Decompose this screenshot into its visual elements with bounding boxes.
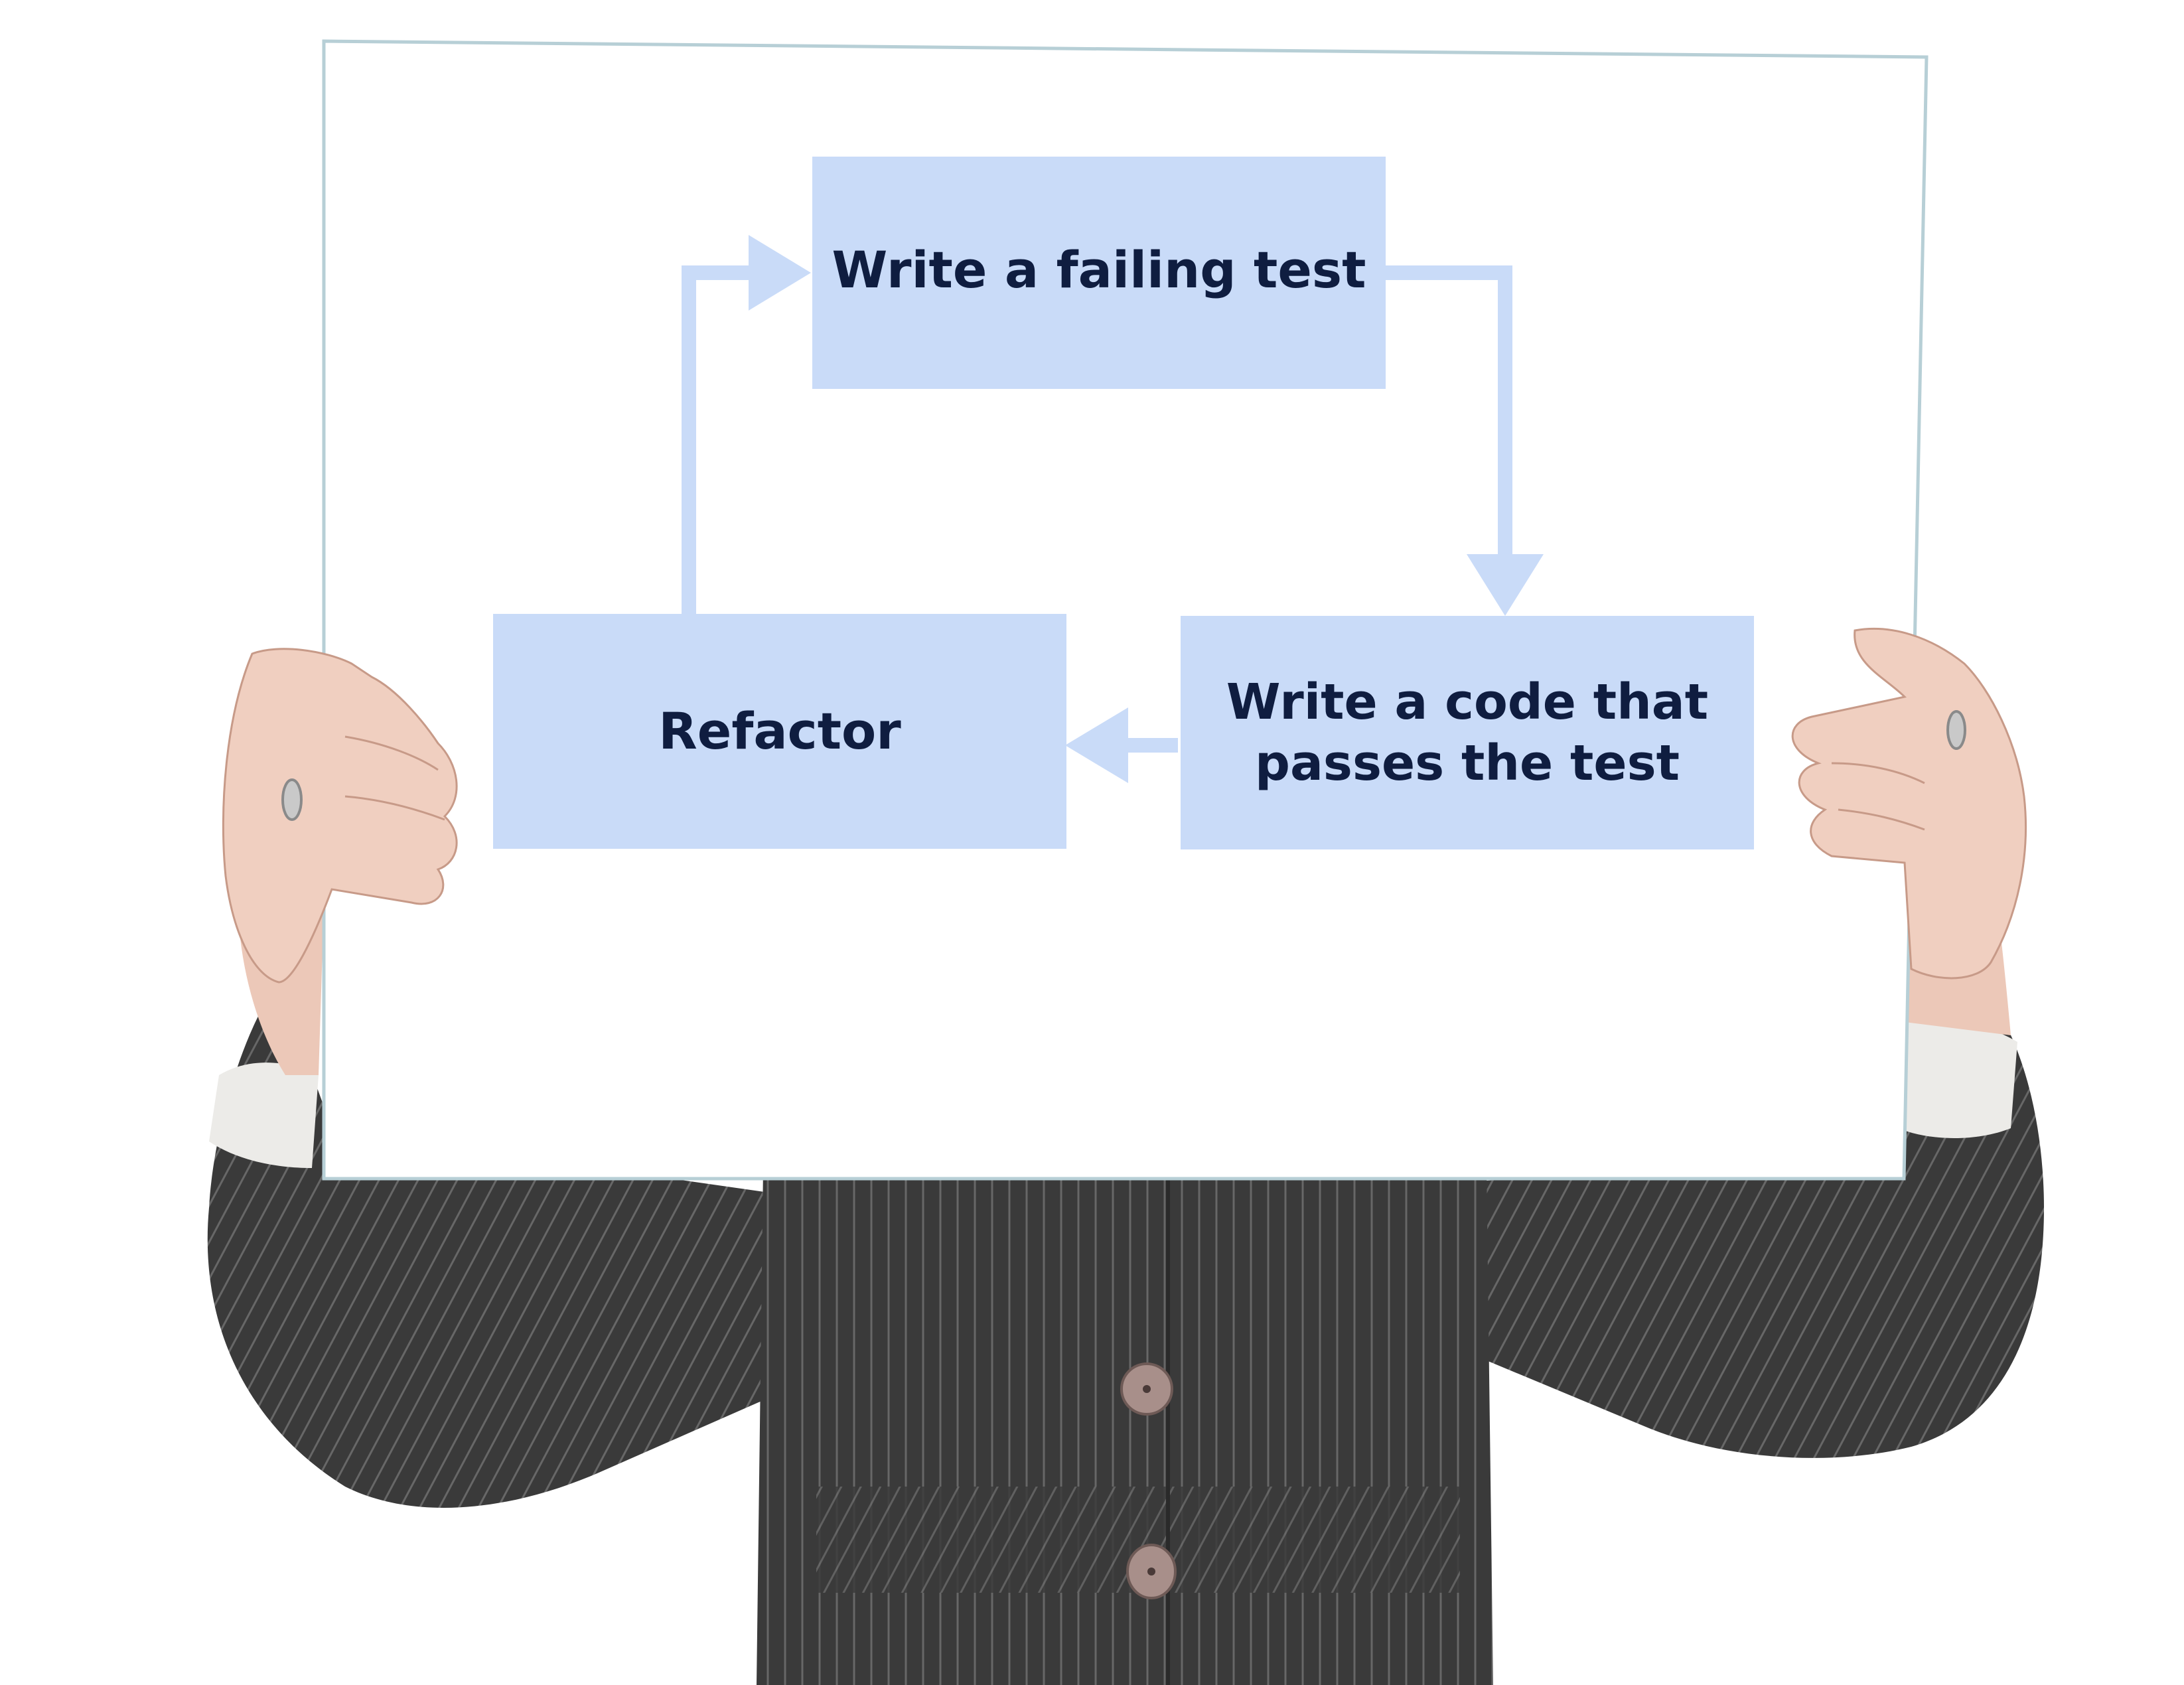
suit-button-icon	[1120, 1362, 1173, 1416]
node-failing-test-box	[812, 157, 1386, 389]
torso	[757, 1168, 1493, 1685]
edge-passing-to-refactor	[1065, 707, 1178, 783]
edge-failing-to-passing	[1386, 265, 1544, 616]
person	[207, 969, 2044, 1685]
tdd-cycle-diagram	[493, 157, 1754, 849]
node-refactor-box	[493, 614, 1066, 849]
ring-icon	[281, 778, 303, 821]
node-passing-code-box	[1181, 616, 1754, 849]
right-sleeve	[1473, 969, 2044, 1458]
left-cuff	[209, 1062, 319, 1168]
node-refactor-label: Refactor	[658, 701, 901, 761]
edge-refactor-to-failing	[682, 235, 811, 614]
left-sleeve	[207, 982, 783, 1508]
ring-icon	[1946, 710, 1966, 750]
suit-button-icon	[1126, 1544, 1177, 1599]
waist-band	[816, 1487, 1460, 1593]
node-failing-test-label: Write a failing test	[832, 240, 1366, 299]
left-hand	[222, 648, 458, 984]
node-passing-code-label: Write a code that passes the test	[1226, 674, 1709, 792]
right-hand	[1791, 628, 2027, 980]
right-cuff	[1898, 1019, 2017, 1138]
